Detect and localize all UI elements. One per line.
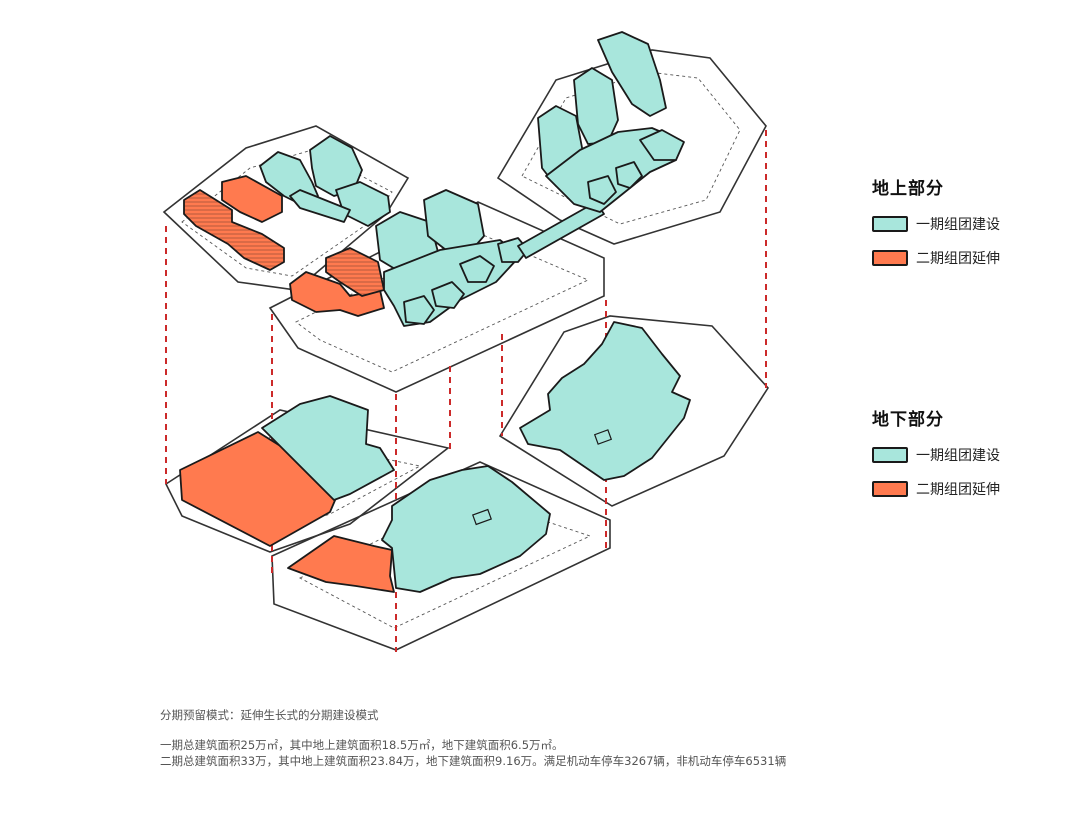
phase1-buildings-above [259,31,685,327]
phase2-block-center [289,271,385,317]
legend-swatch-phase2 [872,481,908,497]
phase1-block-east-pod-c [615,161,643,189]
site-outline-center-below [271,461,611,651]
site-outline-center-above [268,201,605,393]
legend-label: 一期组团建设 [916,217,1000,233]
phase1-skybridge [517,201,605,259]
legend-above-title: 地上部分 [872,179,944,199]
legend-label: 二期组团延伸 [916,251,1000,267]
legend-below-item-phase2: 二期组团延伸 [872,478,1000,500]
phase1-block-east-tower-2 [573,67,619,145]
legend-above-item-phase1: 一期组团建设 [872,213,1000,235]
phase1-block-center-pod-c [403,295,435,325]
legend-below-title: 地下部分 [872,410,944,430]
basement-details [472,429,613,526]
legend-swatch-phase2 [872,250,908,266]
site-outline-west-above [162,125,410,291]
phase1-block-west-link [289,189,351,223]
legend-label: 二期组团延伸 [916,482,1000,498]
phase1-block-east-pod-b [587,175,617,205]
phase2-block-west-hatch [184,190,284,270]
legend-below-ground: 地下部分 一期组团建设 二期组团延伸 [872,405,1000,512]
phase1-basement-east [519,321,691,481]
phase1-basements [261,321,691,593]
legend-swatch-phase1 [872,447,908,463]
legend-above-item-phase2: 二期组团延伸 [872,247,1000,269]
legend-swatch-phase1 [872,216,908,232]
phase2-buildings-above [183,175,385,317]
phase2-block-center-hatch [326,248,384,296]
caption-phase2-summary: 二期总建筑面积33万，其中地上建筑面积23.84万，地下建筑面积9.16万。满足… [160,754,787,768]
legend-below-item-phase1: 一期组团建设 [872,444,1000,466]
phase1-basement-center [381,465,551,593]
site-inner-lines-below [189,435,592,629]
phase1-block-east-pod-a [639,129,685,161]
phase1-block-east-tower-3 [597,31,667,117]
legend-label: 一期组团建设 [916,448,1000,464]
phase1-block-center-pod-b [431,281,465,309]
legend-above-ground: 地上部分 一期组团建设 二期组团延伸 [872,174,1000,281]
phase1-basement-west [261,395,395,501]
phase1-block-center-pod-a [459,255,495,283]
site-outlines-below [164,315,770,651]
phase2-block-west-tower [221,175,283,223]
caption-phase1-summary: 一期总建筑面积25万㎡，其中地上建筑面积18.5万㎡，地下建筑面积6.5万㎡。 [160,738,564,752]
phase2-basement-center [287,535,395,593]
site-outline-west-below [164,409,450,553]
caption-title: 分期预留模式：延伸生长式的分期建设模式 [160,708,379,722]
site-outline-east-below [498,315,770,507]
